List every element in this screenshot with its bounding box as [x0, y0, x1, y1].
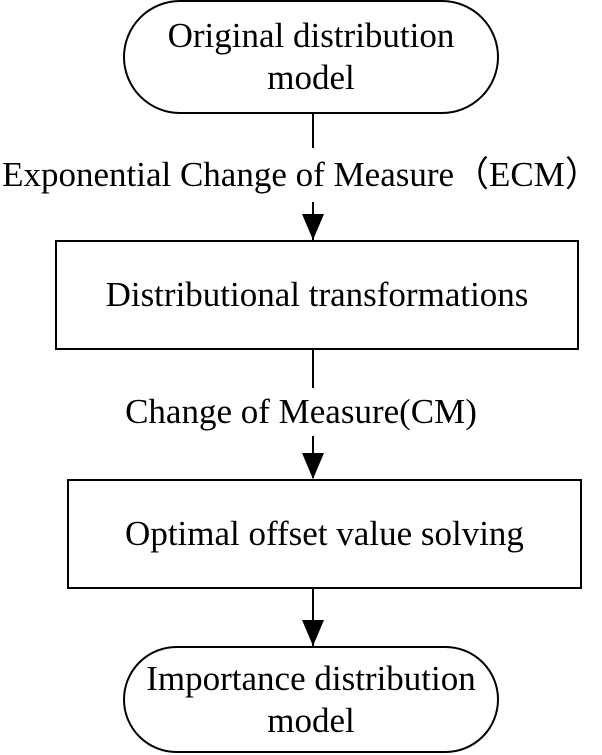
node-original-line-1: Original distribution [167, 16, 455, 55]
node-transform-label: Distributional transformations [105, 275, 529, 314]
arrowhead-to-solve [302, 453, 324, 479]
node-importance-line-2: model [267, 700, 355, 740]
node-original-distribution-model: Original distribution model [123, 0, 499, 114]
arrowhead-to-transform [302, 214, 324, 240]
node-importance-line-1: Importance distribution [146, 658, 476, 698]
edge-label-cm: Change of Measure(CM) [125, 392, 477, 431]
node-importance-distribution-model: Importance distribution model [123, 646, 499, 753]
node-optimal-offset-value-solving: Optimal offset value solving [67, 479, 582, 589]
arrowhead-to-end [302, 620, 324, 646]
node-solve-label: Optimal offset value solving [125, 514, 524, 553]
node-original-line-2: model [267, 58, 355, 97]
node-distributional-transformations: Distributional transformations [55, 240, 579, 350]
edge-label-ecm: Exponential Change of Measure（ECM） [2, 155, 600, 194]
